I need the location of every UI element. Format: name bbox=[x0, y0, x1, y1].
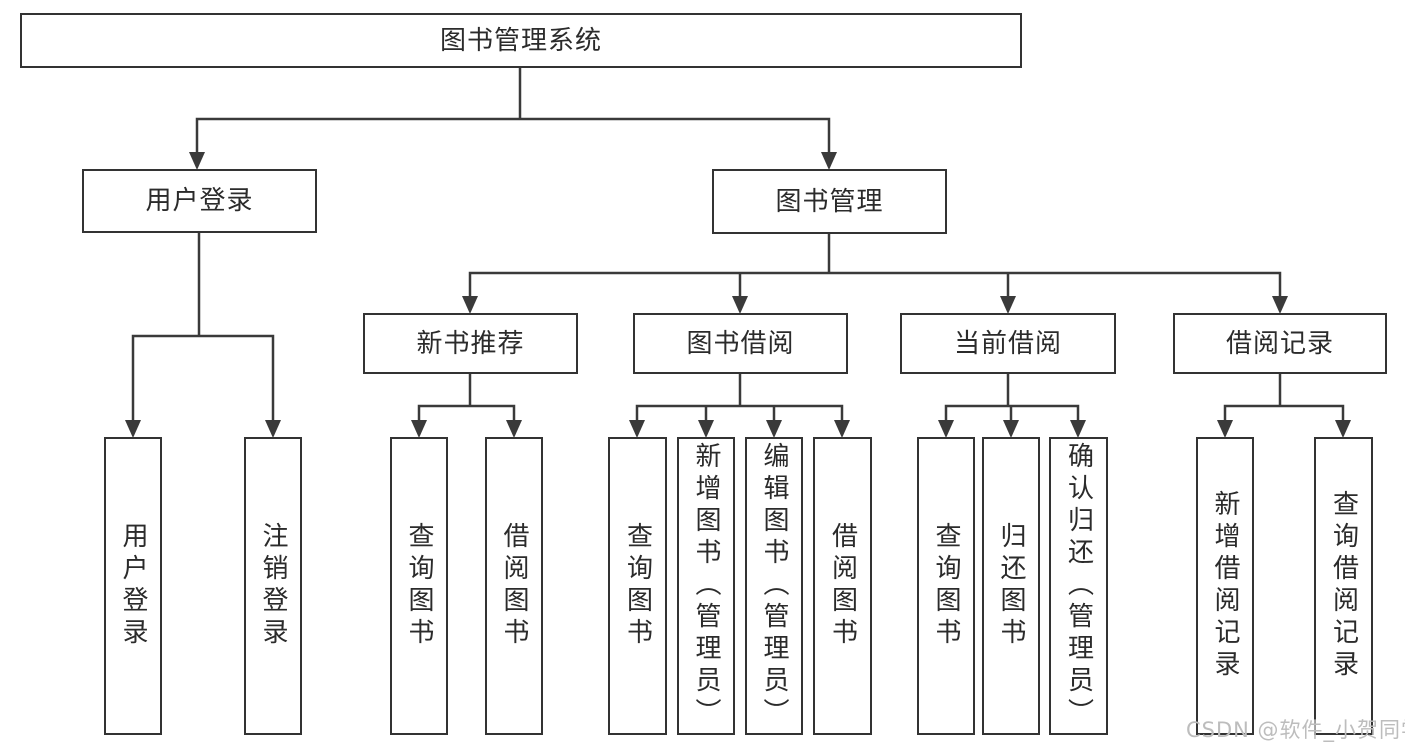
leaf-edit-books-admin: 编辑图书（管理员） bbox=[745, 437, 803, 735]
node-user-login-label: 用户登录 bbox=[145, 186, 254, 216]
node-borrow-records-label: 借阅记录 bbox=[1225, 328, 1334, 359]
leaf-return-books-label: 归还图书 bbox=[996, 522, 1026, 650]
arrow-down-icon bbox=[125, 420, 141, 438]
node-borrow-records: 借阅记录 bbox=[1173, 313, 1387, 374]
arrow-down-icon bbox=[766, 420, 782, 438]
connector-current-borrow-branch bbox=[944, 373, 1080, 422]
leaf-query-books-current-label: 查询图书 bbox=[931, 522, 961, 650]
leaf-add-borrow-record-label: 新增借阅记录 bbox=[1210, 490, 1240, 682]
leaf-logout-label: 注销登录 bbox=[258, 522, 288, 650]
node-new-book-recommend: 新书推荐 bbox=[363, 313, 578, 374]
arrow-down-icon bbox=[1000, 296, 1016, 314]
leaf-add-books-admin: 新增图书（管理员） bbox=[677, 437, 735, 735]
arrow-down-icon bbox=[1272, 296, 1288, 314]
node-book-management-label: 图书管理 bbox=[775, 186, 884, 217]
arrow-down-icon bbox=[1335, 420, 1351, 438]
leaf-query-books-borrow: 查询图书 bbox=[608, 437, 667, 735]
leaf-borrow-books-recommend-label: 借阅图书 bbox=[499, 522, 529, 650]
leaf-user-login-label: 用户登录 bbox=[118, 522, 148, 650]
leaf-confirm-return-admin: 确认归还（管理员） bbox=[1049, 437, 1108, 735]
arrow-down-icon bbox=[821, 152, 837, 170]
arrow-down-icon bbox=[265, 420, 281, 438]
arrow-down-icon bbox=[834, 420, 850, 438]
csdn-watermark: CSDN @软件_小贺同学 bbox=[1186, 718, 1405, 742]
leaf-return-books: 归还图书 bbox=[982, 437, 1040, 735]
arrow-down-icon bbox=[1070, 420, 1086, 438]
connector-user-login-branch bbox=[131, 233, 275, 422]
leaf-query-borrow-record-label: 查询借阅记录 bbox=[1328, 490, 1359, 682]
leaf-borrow-books-label: 借阅图书 bbox=[827, 522, 858, 650]
node-book-borrow-label: 图书借阅 bbox=[686, 328, 795, 359]
leaf-user-login: 用户登录 bbox=[104, 437, 162, 735]
node-current-borrow: 当前借阅 bbox=[900, 313, 1116, 374]
arrow-down-icon bbox=[506, 420, 522, 438]
connector-book-borrow-branch bbox=[635, 373, 844, 422]
connector-book-management-branch bbox=[468, 234, 1282, 298]
leaf-add-books-admin-label: 新增图书（管理员） bbox=[691, 442, 721, 730]
node-book-management: 图书管理 bbox=[712, 169, 947, 234]
leaf-add-borrow-record: 新增借阅记录 bbox=[1196, 437, 1254, 735]
node-current-borrow-label: 当前借阅 bbox=[953, 328, 1062, 359]
leaf-borrow-books: 借阅图书 bbox=[813, 437, 872, 735]
leaf-confirm-return-admin-label: 确认归还（管理员） bbox=[1063, 442, 1094, 730]
node-library-system: 图书管理系统 bbox=[20, 13, 1022, 68]
leaf-query-books-recommend: 查询图书 bbox=[390, 437, 448, 735]
arrow-down-icon bbox=[1003, 420, 1019, 438]
arrow-down-icon bbox=[411, 420, 427, 438]
arrow-down-icon bbox=[189, 152, 205, 170]
arrow-down-icon bbox=[732, 296, 748, 314]
leaf-query-books-recommend-label: 查询图书 bbox=[404, 522, 434, 650]
leaf-edit-books-admin-label: 编辑图书（管理员） bbox=[759, 442, 789, 730]
arrow-down-icon bbox=[698, 420, 714, 438]
connector-root-branch bbox=[195, 67, 831, 154]
node-book-borrow: 图书借阅 bbox=[633, 313, 848, 374]
arrow-down-icon bbox=[629, 420, 645, 438]
arrow-down-icon bbox=[1217, 420, 1233, 438]
leaf-query-books-current: 查询图书 bbox=[917, 437, 975, 735]
connector-borrow-records-branch bbox=[1223, 373, 1345, 422]
leaf-query-books-borrow-label: 查询图书 bbox=[622, 522, 653, 650]
connector-new-book-branch bbox=[417, 373, 516, 422]
leaf-borrow-books-recommend: 借阅图书 bbox=[485, 437, 543, 735]
node-library-system-label: 图书管理系统 bbox=[439, 25, 602, 56]
node-user-login: 用户登录 bbox=[82, 169, 317, 233]
arrow-down-icon bbox=[462, 296, 478, 314]
leaf-query-borrow-record: 查询借阅记录 bbox=[1314, 437, 1373, 735]
leaf-logout: 注销登录 bbox=[244, 437, 302, 735]
node-new-book-recommend-label: 新书推荐 bbox=[416, 328, 525, 359]
arrow-down-icon bbox=[938, 420, 954, 438]
